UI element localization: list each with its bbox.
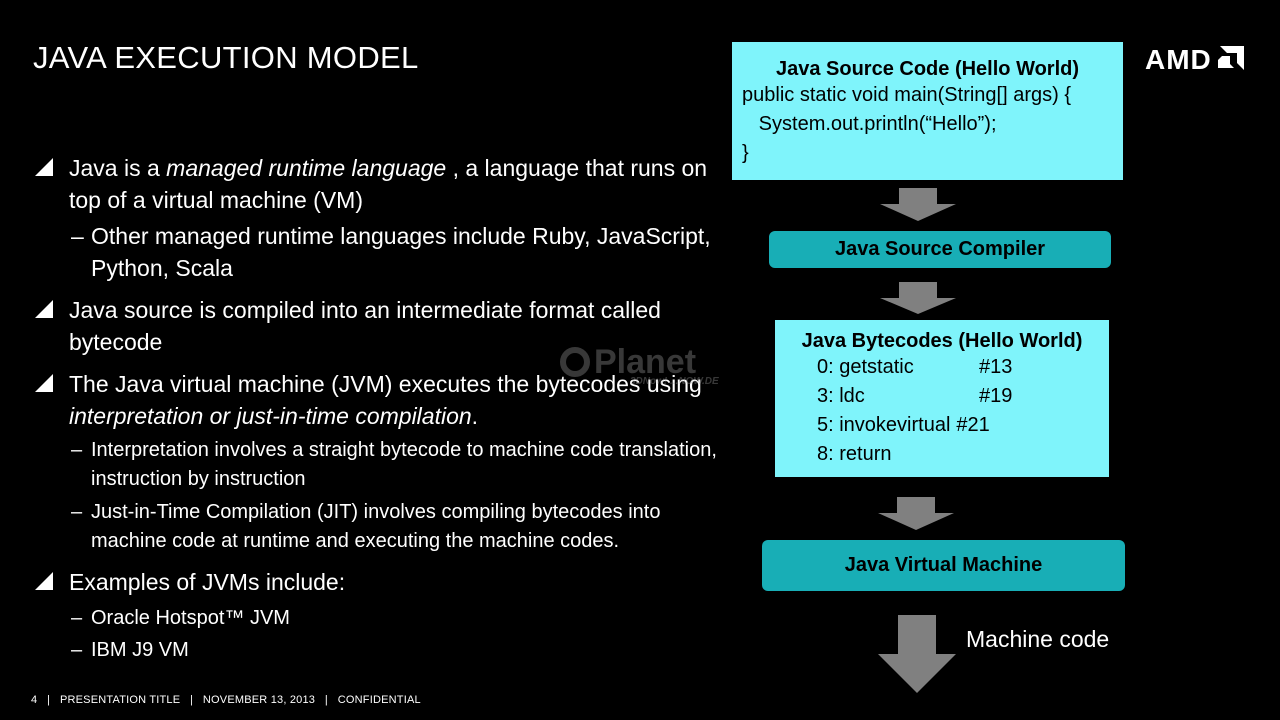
sub-bullet-other-languages: – Other managed runtime languages includ… — [33, 220, 733, 284]
java-source-code-box: Java Source Code (Hello World) public st… — [732, 42, 1123, 180]
down-arrow-icon — [880, 188, 956, 221]
sub-bullet-interpretation: – Interpretation involves a straight byt… — [33, 436, 733, 494]
amd-arrow-icon — [1217, 46, 1244, 70]
bullet-text: Examples of JVMs include: — [69, 569, 346, 595]
amd-logo: AMD — [1145, 44, 1244, 76]
source-code-line: System.out.println(“Hello”); — [742, 113, 997, 135]
bullet-text: Java is a — [69, 155, 167, 181]
java-virtual-machine-box: Java Virtual Machine — [762, 540, 1125, 591]
bullet-bytecode: Java source is compiled into an intermed… — [33, 294, 733, 358]
dash-bullet-icon: – — [71, 501, 83, 523]
dash-bullet-icon: – — [71, 607, 83, 629]
bullet-text: The Java virtual machine (JVM) executes … — [69, 371, 702, 397]
bullet-jvm-examples: Examples of JVMs include: — [33, 566, 733, 598]
bullet-text: , a language that runs on top of a virtu… — [69, 155, 708, 213]
java-bytecodes-box: Java Bytecodes (Hello World) 0: getstati… — [775, 320, 1109, 477]
footer-page-number: 4 — [31, 694, 38, 706]
sub-bullet-hotspot: – Oracle Hotspot™ JVM — [33, 602, 733, 634]
bytecode-op: 0: getstatic — [817, 356, 914, 378]
dash-bullet-icon: – — [71, 639, 83, 661]
bullet-managed-runtime: Java is a managed runtime language , a l… — [33, 152, 733, 216]
down-arrow-icon — [878, 497, 954, 530]
java-source-compiler-box: Java Source Compiler — [769, 231, 1111, 268]
slide-footer: 4 | PRESENTATION TITLE | NOVEMBER 13, 20… — [31, 694, 421, 706]
down-arrow-icon — [880, 282, 956, 314]
footer-date: NOVEMBER 13, 2013 — [202, 694, 316, 706]
bullet-text: Java source is compiled into an intermed… — [69, 297, 661, 355]
bullet-emphasis: interpretation or just-in-time compilati… — [69, 403, 472, 429]
bytecodes-title: Java Bytecodes (Hello World) — [801, 330, 1083, 352]
triangle-bullet-icon — [35, 300, 53, 318]
bytecode-row: 3: ldc #19 — [775, 382, 1109, 411]
footer-title: PRESENTATION TITLE — [59, 694, 181, 706]
sub-bullet-jit: – Just-in-Time Compilation (JIT) involve… — [33, 498, 733, 556]
sub-bullet-text: Interpretation involves a straight bytec… — [91, 439, 717, 490]
watermark-subtext: 3DNow! ...NOW.DE — [630, 376, 719, 387]
watermark-ring-icon — [560, 347, 590, 377]
slide-title: JAVA EXECUTION MODEL — [33, 40, 419, 75]
triangle-bullet-icon — [35, 374, 53, 392]
bullet-text: . — [471, 403, 479, 429]
triangle-bullet-icon — [35, 158, 53, 176]
dash-bullet-icon: – — [71, 223, 84, 249]
dash-bullet-icon: – — [71, 439, 83, 461]
sub-bullet-text: Just-in-Time Compilation (JIT) involves … — [91, 501, 661, 552]
bytecode-arg: #13 — [979, 356, 1013, 378]
bytecode-op: 5: invokevirtual — [817, 414, 951, 436]
triangle-bullet-icon — [35, 572, 53, 590]
sub-bullet-j9: – IBM J9 VM — [33, 634, 733, 666]
bytecode-row: 8: return — [775, 440, 1109, 469]
watermark-text: Planet — [594, 342, 697, 381]
machine-code-label: Machine code — [966, 626, 1110, 652]
watermark: Planet 3DNow! ...NOW.DE — [560, 332, 730, 392]
bytecode-arg: #21 — [956, 414, 990, 436]
bytecode-op: 8: return — [817, 443, 892, 465]
bytecode-row: 5: invokevirtual #21 — [775, 411, 1109, 440]
sub-bullet-text: Other managed runtime languages include … — [91, 223, 711, 281]
sub-bullet-text: IBM J9 VM — [91, 639, 189, 661]
bytecode-row: 0: getstatic #13 — [775, 353, 1109, 382]
bytecode-op: 3: ldc — [817, 385, 865, 407]
bullet-list: Java is a managed runtime language , a l… — [33, 152, 733, 666]
source-code-line: } — [742, 142, 749, 164]
down-arrow-icon — [878, 615, 956, 693]
bytecode-arg: #19 — [979, 385, 1013, 407]
logo-text: AMD — [1145, 44, 1212, 75]
sub-bullet-text: Oracle Hotspot™ JVM — [91, 607, 290, 629]
footer-confidential: CONFIDENTIAL — [337, 694, 421, 706]
source-code-line: public static void main(String[] args) { — [742, 84, 1072, 106]
source-code-title: Java Source Code (Hello World) — [775, 58, 1080, 80]
bullet-jvm-executes: The Java virtual machine (JVM) executes … — [33, 368, 733, 432]
bullet-emphasis: managed runtime language — [166, 155, 447, 181]
